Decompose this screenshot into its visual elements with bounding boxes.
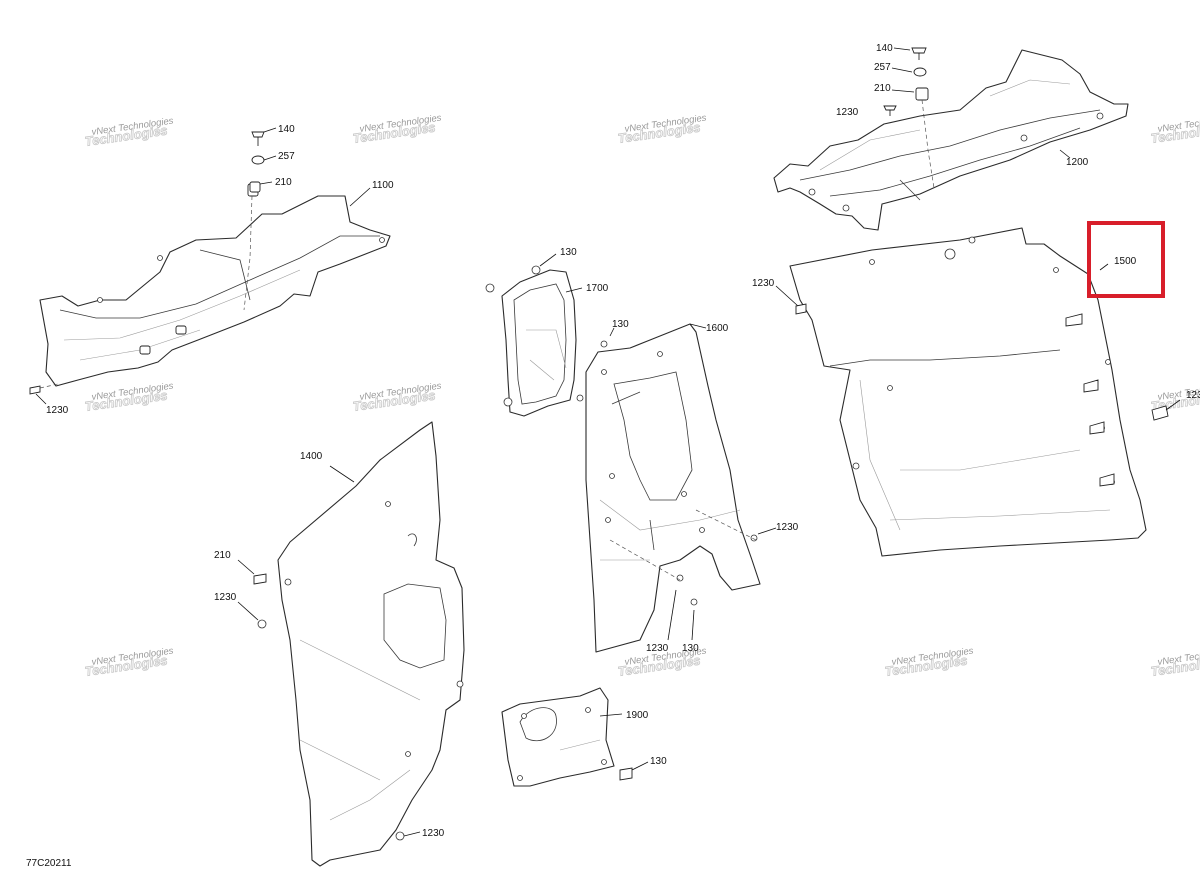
- watermark: Technologies vNext Technologies: [351, 113, 442, 147]
- part-1700-frame[interactable]: [485, 253, 584, 417]
- callout-1700[interactable]: 1700: [586, 283, 609, 294]
- fastener-stack-top[interactable]: [883, 47, 1071, 159]
- callout-1230[interactable]: 1230: [646, 643, 669, 654]
- callout-1230[interactable]: 1230: [776, 522, 799, 533]
- part-1600-panel[interactable]: [585, 323, 777, 653]
- callout-1230[interactable]: 1230: [422, 828, 445, 839]
- diagram-code: 77C20211: [26, 858, 72, 869]
- callout-210[interactable]: 210: [874, 83, 891, 94]
- callout-1500[interactable]: 1500: [1114, 256, 1137, 267]
- watermark: Technologies vNext Technologies: [1149, 646, 1200, 680]
- watermark: Technologies vNext Technologies: [83, 646, 174, 680]
- callout-140[interactable]: 140: [278, 124, 295, 135]
- watermark: Technologies vNext Technologies: [1149, 113, 1200, 147]
- callout-labels: 140 257 210 1230 1200 140 257 210 1100 1…: [46, 43, 1200, 839]
- watermark: Technologies vNext Technologies: [83, 381, 174, 415]
- callout-210[interactable]: 210: [214, 550, 231, 561]
- callout-1400[interactable]: 1400: [300, 451, 323, 462]
- callout-210[interactable]: 210: [275, 177, 292, 188]
- callout-130[interactable]: 130: [650, 756, 667, 767]
- watermark: Technologies vNext Technologies: [83, 116, 174, 150]
- part-1200-panel[interactable]: [773, 49, 1129, 231]
- callout-1230[interactable]: 1230: [836, 107, 859, 118]
- watermark: Technologies vNext Technologies: [616, 113, 707, 147]
- fastener-stack-left[interactable]: [29, 127, 371, 405]
- callout-1230[interactable]: 1230: [46, 405, 69, 416]
- watermark: Technologies vNext Technologies: [883, 646, 974, 680]
- callout-257[interactable]: 257: [874, 62, 891, 73]
- callout-1230[interactable]: 1230: [752, 278, 775, 289]
- callout-1230-partial[interactable]: 1230: [1186, 390, 1200, 401]
- highlight-box: [1087, 221, 1165, 298]
- part-1400-panel[interactable]: [237, 421, 465, 867]
- callout-1900[interactable]: 1900: [626, 710, 649, 721]
- callout-130[interactable]: 130: [682, 643, 699, 654]
- callout-140[interactable]: 140: [876, 43, 893, 54]
- part-1500-panel[interactable]: [775, 227, 1181, 557]
- callout-257[interactable]: 257: [278, 151, 295, 162]
- part-1900-plate[interactable]: [501, 687, 649, 787]
- callout-1600[interactable]: 1600: [706, 323, 729, 334]
- callout-1100[interactable]: 1100: [372, 180, 394, 191]
- callout-1230[interactable]: 1230: [214, 592, 237, 603]
- part-1100-panel[interactable]: [39, 183, 391, 389]
- callout-1200[interactable]: 1200: [1066, 157, 1089, 168]
- watermark: Technologies vNext Technologies: [351, 381, 442, 415]
- callout-130[interactable]: 130: [560, 247, 577, 258]
- callout-130[interactable]: 130: [612, 319, 629, 330]
